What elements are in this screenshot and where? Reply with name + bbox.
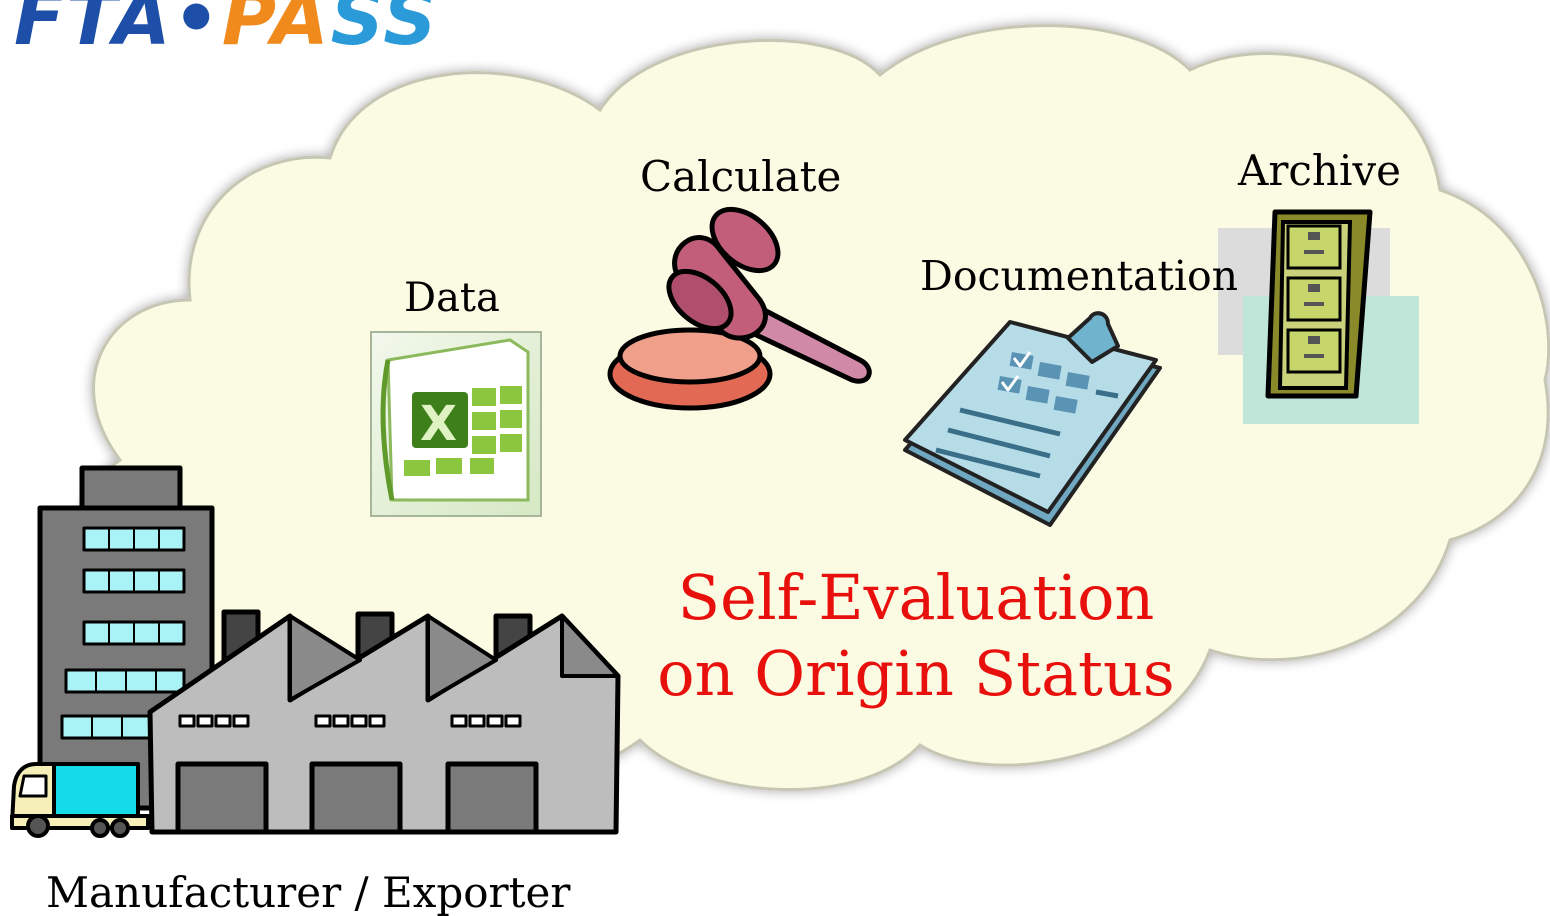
archive-label: Archive bbox=[1238, 146, 1401, 195]
gavel-icon bbox=[607, 206, 872, 411]
fta-pass-logo: FTA•PASS bbox=[14, 0, 439, 56]
logo-dot: • bbox=[172, 0, 222, 62]
factory-truck-icon bbox=[10, 465, 621, 838]
file-cabinet-icon bbox=[1218, 209, 1419, 424]
spreadsheet-icon: X bbox=[370, 331, 542, 517]
svg-text:X: X bbox=[420, 396, 457, 452]
clipboard-checklist-icon bbox=[903, 311, 1162, 527]
headline-line-1: Self-Evaluation bbox=[677, 561, 1155, 634]
data-label: Data bbox=[404, 275, 500, 321]
manufacturer-exporter-label: Manufacturer / Exporter bbox=[46, 868, 571, 916]
calculate-label: Calculate bbox=[640, 152, 842, 201]
self-evaluation-headline: Self-Evaluation on Origin Status bbox=[657, 560, 1174, 712]
documentation-label: Documentation bbox=[920, 252, 1239, 300]
logo-part-ss: SS bbox=[330, 0, 439, 62]
logo-part-pa: PA bbox=[221, 0, 331, 62]
headline-line-2: on Origin Status bbox=[657, 637, 1175, 710]
logo-part-fta: FTA bbox=[14, 0, 173, 62]
